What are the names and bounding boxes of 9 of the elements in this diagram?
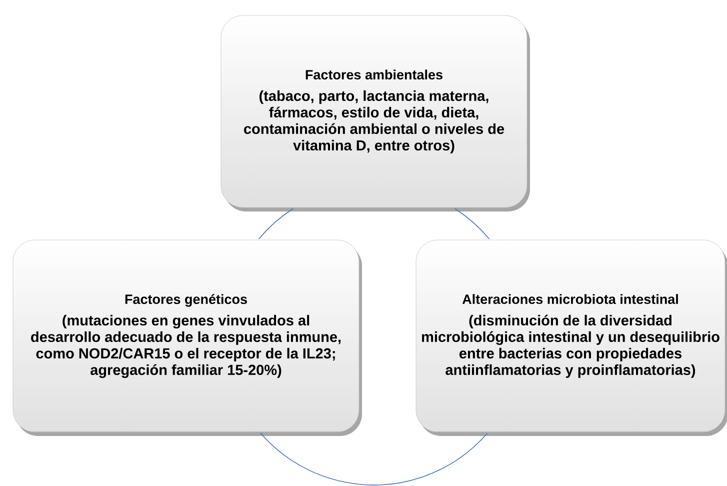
- factor-box: [220, 15, 530, 212]
- box-heading: Alteraciones microbiota intestinal: [462, 294, 678, 304]
- factor-box: [12, 240, 362, 436]
- factor-box: [416, 240, 727, 436]
- box-heading: Factores ambientales: [306, 70, 442, 80]
- box-heading: Factores genéticos: [125, 294, 247, 307]
- box-text: (mutaciones en genes vinvulados al desarrollo adecuado de la respuesta inmune, como NOD2/CAR15 o el receptor de la IL23; agregación familiar 15-20%): [31, 314, 341, 378]
- box-text: (disminución de la diversidad microbiológica intestinal y un desequilibrio entre bacterias con propiedades antiinflamatorias y proinflamatorias): [422, 314, 720, 378]
- box-text: (tabaco, parto, lactancia materna, fármacos, estilo de vida, dieta, contaminación ambiental o niveles de vitamina D, entre otros): [244, 90, 504, 154]
